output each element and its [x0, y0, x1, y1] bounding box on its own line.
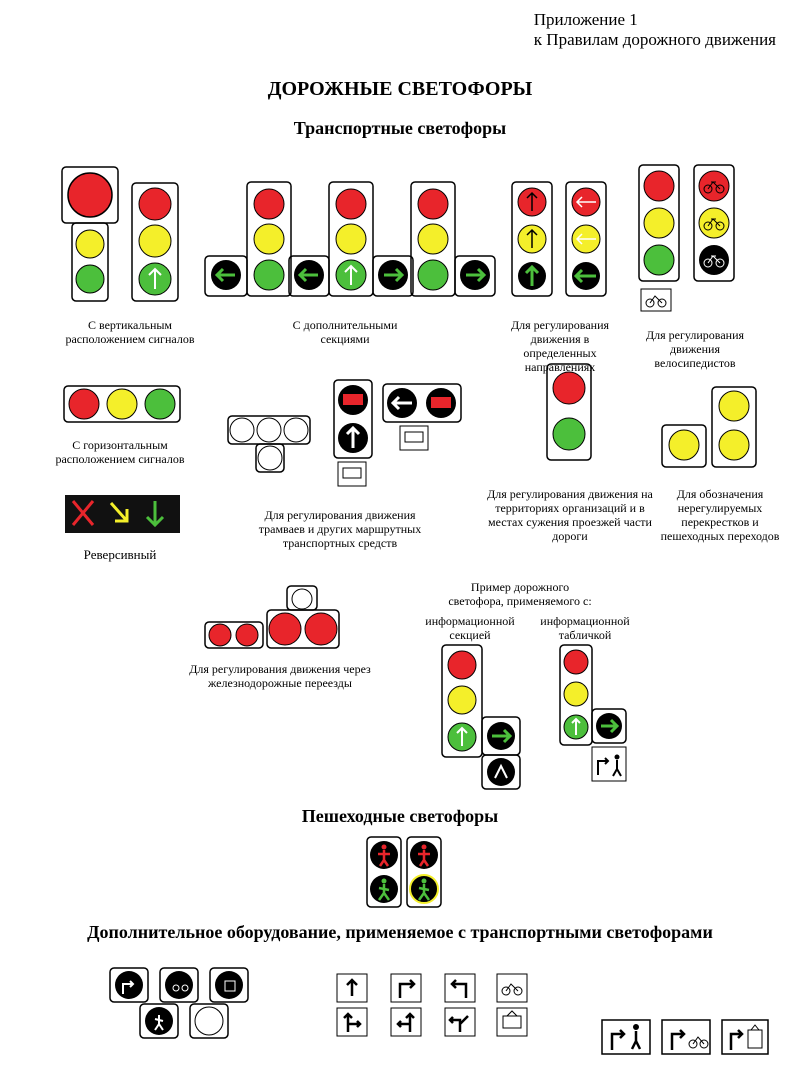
additional-sections-figure: [204, 181, 496, 297]
direction-plates: [336, 973, 528, 1037]
horizontal-signals-figure: [63, 385, 181, 423]
territories-figure: [546, 363, 592, 461]
caption-cyclists: Для регулирования движения велосипедисто…: [645, 328, 745, 370]
section-transport-title: Транспортные светофоры: [293, 118, 507, 138]
caption-railway: Для регулирования движения через железно…: [189, 662, 371, 690]
caption-horizontal: С горизонтальным расположением сигналов: [55, 438, 185, 466]
caption-territories: Для регулирования движения на территория…: [487, 487, 653, 543]
info-section-figure: [441, 644, 521, 790]
reversible-figure: [65, 495, 180, 533]
caption-unregulated: Для обозначения нерегулируемых перекрест…: [660, 487, 780, 543]
info-plate-figure: [559, 644, 627, 782]
caption-example: Пример дорожного светофора, применяемого…: [448, 580, 592, 608]
section-additional-title: Дополнительное оборудование, применяемое…: [87, 922, 713, 942]
unregulated-figure: [661, 386, 757, 468]
railway-figure: [204, 585, 340, 649]
pedestrian-figure: [366, 836, 442, 908]
caption-vertical: С вертикальным расположением сигналов: [65, 318, 195, 346]
appendix-line-1: Приложение 1: [533, 10, 638, 29]
caption-info-section: информационной секцией: [425, 614, 515, 642]
trams-figure: [227, 379, 462, 487]
section-pedestrian-title: Пешеходные светофоры: [301, 806, 499, 826]
directions-figure: [511, 181, 607, 297]
caption-reversible: Реверсивный: [83, 547, 157, 562]
caption-trams: Для регулирования движения трамваев и др…: [258, 508, 422, 550]
vertical-signals-figure: [61, 166, 179, 302]
appendix-note: Приложение 1 к Правилам дорожного движен…: [534, 10, 776, 50]
additional-sections-icons: [109, 967, 249, 1039]
appendix-line-2: к Правилам дорожного движения: [533, 30, 776, 49]
page-title: ДОРОЖНЫЕ СВЕТОФОРЫ: [267, 78, 533, 100]
side-plates: [601, 1019, 769, 1055]
caption-additional-sections: С дополнительными секциями: [292, 318, 398, 346]
caption-info-plate: информационной табличкой: [540, 614, 630, 642]
caption-directions: Для регулирования движения в определенны…: [510, 318, 610, 374]
cyclists-figure: [638, 164, 735, 312]
